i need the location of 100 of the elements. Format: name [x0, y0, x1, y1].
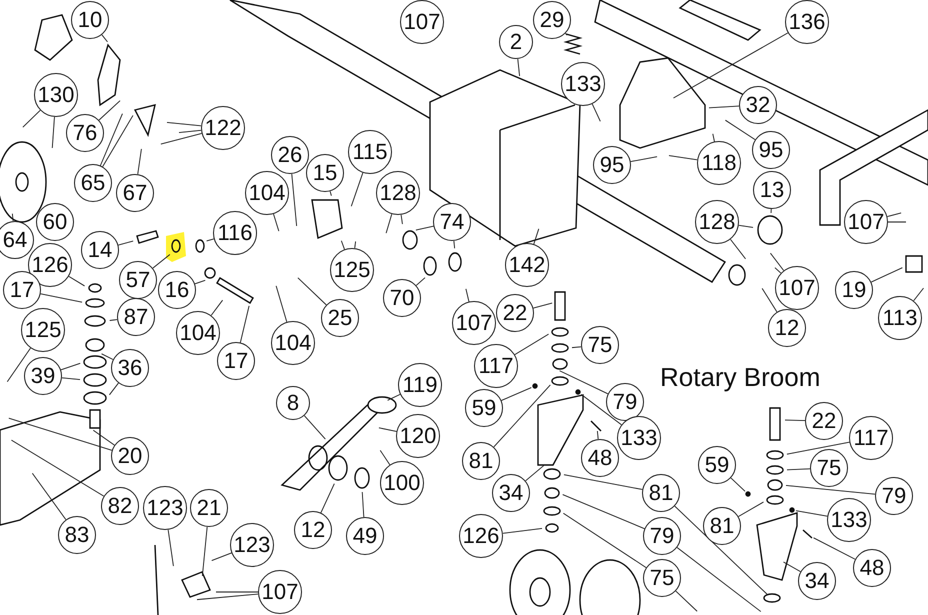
- callout-number: 81: [462, 442, 500, 480]
- callout-number: 75: [581, 326, 619, 364]
- leader-line: [592, 104, 601, 122]
- callout-number: 19: [835, 271, 873, 309]
- callout-number: 8: [276, 386, 310, 420]
- leader-line: [712, 133, 715, 142]
- leader-line: [362, 492, 364, 518]
- leader-line: [304, 415, 326, 440]
- callout-number: 117: [849, 416, 893, 460]
- leader-line: [493, 384, 551, 448]
- leader-line: [108, 382, 119, 396]
- leader-line: [562, 512, 647, 568]
- callout-number: 2: [499, 25, 533, 59]
- leader-line: [52, 116, 55, 148]
- leader-line: [738, 502, 764, 517]
- leader-line: [61, 377, 80, 380]
- callout-number: 74: [433, 203, 471, 241]
- leader-line: [562, 494, 645, 530]
- leader-line: [502, 528, 542, 534]
- callout-number: 115: [348, 130, 392, 174]
- callout-number: 26: [271, 136, 309, 174]
- leader-line: [786, 484, 876, 495]
- callout-number: 104: [176, 311, 220, 355]
- leader-line: [6, 348, 31, 382]
- leader-line: [674, 506, 768, 595]
- callout-number: 133: [561, 62, 605, 106]
- callout-number: 133: [827, 498, 871, 542]
- callout-number: 128: [695, 200, 739, 244]
- callout-number: 104: [245, 171, 289, 215]
- leader-line: [738, 224, 754, 228]
- callout-number: 59: [465, 389, 503, 427]
- callout-number: 12: [768, 309, 806, 347]
- callout-number: 17: [217, 342, 255, 380]
- callout-number: 76: [66, 114, 104, 152]
- callout-number: 95: [752, 131, 790, 169]
- leader-line: [206, 238, 214, 242]
- callout-number: 75: [810, 449, 848, 487]
- callout-number: 87: [117, 298, 155, 336]
- callout-number: 130: [34, 73, 78, 117]
- callout-number: 82: [101, 487, 139, 525]
- callout-number: 29: [533, 1, 571, 39]
- callout-number: 39: [24, 357, 62, 395]
- callout-number: 34: [492, 474, 530, 512]
- callout-number: 107: [452, 301, 496, 345]
- leader-line: [168, 529, 174, 566]
- callout-number: 120: [396, 414, 440, 458]
- leader-line: [415, 226, 434, 231]
- leader-line: [786, 442, 850, 455]
- callout-number: 48: [581, 439, 619, 477]
- callout-number: 22: [805, 402, 843, 440]
- callout-number: 17: [3, 271, 41, 309]
- callout-number: 32: [739, 86, 777, 124]
- leader-line: [386, 214, 392, 234]
- leader-line: [564, 32, 568, 36]
- drawing-title: Rotary Broom: [660, 362, 820, 393]
- leader-line: [580, 394, 622, 426]
- leader-line: [517, 58, 520, 76]
- leader-line: [102, 115, 134, 168]
- callout-number: 100: [380, 461, 424, 505]
- callout-number: 79: [643, 517, 681, 555]
- callout-number: 107: [844, 200, 888, 244]
- leader-line: [240, 305, 250, 343]
- leader-line: [525, 464, 546, 482]
- callout-number: 79: [606, 383, 644, 421]
- leader-line: [98, 100, 120, 121]
- callout-number: 123: [143, 486, 187, 530]
- leader-line: [40, 293, 83, 303]
- callout-number: 104: [271, 321, 315, 365]
- callout-number: 34: [798, 562, 836, 600]
- leader-line: [160, 133, 202, 144]
- callout-number: 95: [593, 146, 631, 184]
- leader-line: [387, 394, 401, 401]
- leader-line: [100, 113, 123, 166]
- leader-line: [416, 277, 426, 286]
- leader-line: [630, 156, 658, 162]
- leader-line: [166, 122, 202, 126]
- callout-number: 107: [775, 266, 819, 310]
- leader-line: [22, 110, 41, 128]
- leader-line: [202, 526, 208, 576]
- callout-number: 125: [21, 308, 65, 352]
- callout-number: 142: [505, 243, 549, 287]
- callout-number: 79: [875, 477, 913, 515]
- leader-line: [563, 474, 643, 490]
- callout-number: 122: [201, 106, 245, 150]
- leader-line: [770, 208, 772, 214]
- callout-number: 25: [321, 299, 359, 337]
- leader-line: [708, 106, 740, 108]
- leader-line: [196, 594, 259, 600]
- callout-number: 113: [878, 296, 922, 340]
- leader-line: [194, 280, 206, 284]
- leader-line: [340, 240, 345, 250]
- callout-number: 36: [111, 349, 149, 387]
- leader-line: [783, 562, 801, 572]
- callout-number: 125: [330, 248, 374, 292]
- callout-number: 21: [190, 489, 228, 527]
- leader-line: [465, 288, 470, 302]
- leader-line: [762, 288, 778, 312]
- callout-number: 107: [400, 0, 444, 44]
- leader-line: [178, 130, 202, 134]
- leader-line: [501, 387, 532, 401]
